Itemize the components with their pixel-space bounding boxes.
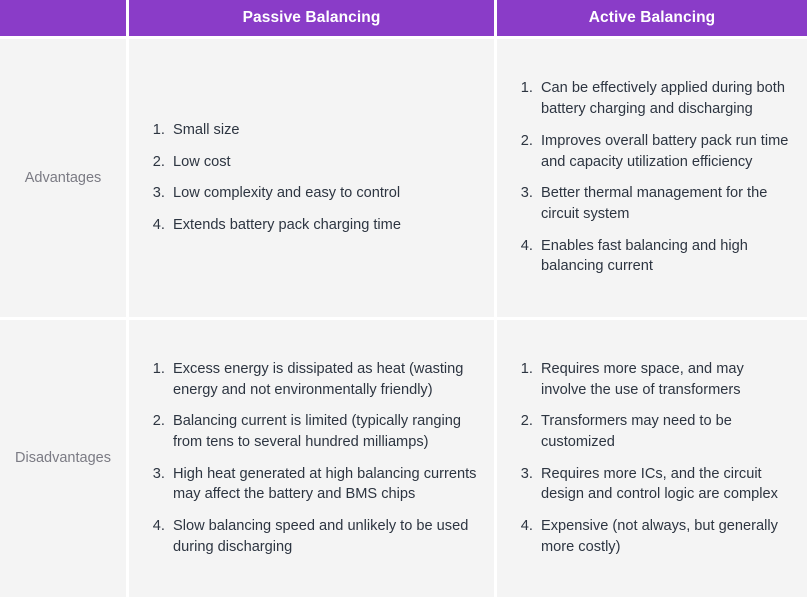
list-item: Expensive (not always, but generally mor… [537,516,793,557]
list-item: Enables fast balancing and high balancin… [537,236,793,277]
list-disadvantages-passive: Excess energy is dissipated as heat (was… [129,349,494,568]
list-item: Requires more space, and may involve the… [537,359,793,400]
row-label-disadvantages: Disadvantages [0,316,129,597]
table-row-disadvantages: Disadvantages Excess energy is dissipate… [0,316,807,597]
table-body: Advantages Small size Low cost Low compl… [0,36,807,597]
list-item: Improves overall battery pack run time a… [537,131,793,172]
cell-advantages-active: Can be effectively applied during both b… [497,36,807,317]
corner-blank [0,0,129,36]
header-row: Passive Balancing Active Balancing [0,0,807,36]
cell-disadvantages-passive: Excess energy is dissipated as heat (was… [129,316,497,597]
list-item: Transformers may need to be customized [537,411,793,452]
row-label-advantages: Advantages [0,36,129,317]
list-item: Extends battery pack charging time [169,215,480,236]
list-item: Slow balancing speed and unlikely to be … [169,516,480,557]
header-active-balancing: Active Balancing [497,0,807,36]
list-item: High heat generated at high balancing cu… [169,464,480,505]
list-disadvantages-active: Requires more space, and may involve the… [497,349,807,568]
list-advantages-active: Can be effectively applied during both b… [497,68,807,287]
list-item: Low cost [169,152,480,173]
table-row-advantages: Advantages Small size Low cost Low compl… [0,36,807,317]
list-item: Low complexity and easy to control [169,183,480,204]
list-item: Requires more ICs, and the circuit desig… [537,464,793,505]
list-item: Small size [169,120,480,141]
cell-advantages-passive: Small size Low cost Low complexity and e… [129,36,497,317]
table-header: Passive Balancing Active Balancing [0,0,807,36]
cell-disadvantages-active: Requires more space, and may involve the… [497,316,807,597]
list-item: Balancing current is limited (typically … [169,411,480,452]
list-advantages-passive: Small size Low cost Low complexity and e… [129,110,494,246]
list-item: Better thermal management for the circui… [537,183,793,224]
header-passive-balancing: Passive Balancing [129,0,497,36]
list-item: Can be effectively applied during both b… [537,78,793,119]
list-item: Excess energy is dissipated as heat (was… [169,359,480,400]
